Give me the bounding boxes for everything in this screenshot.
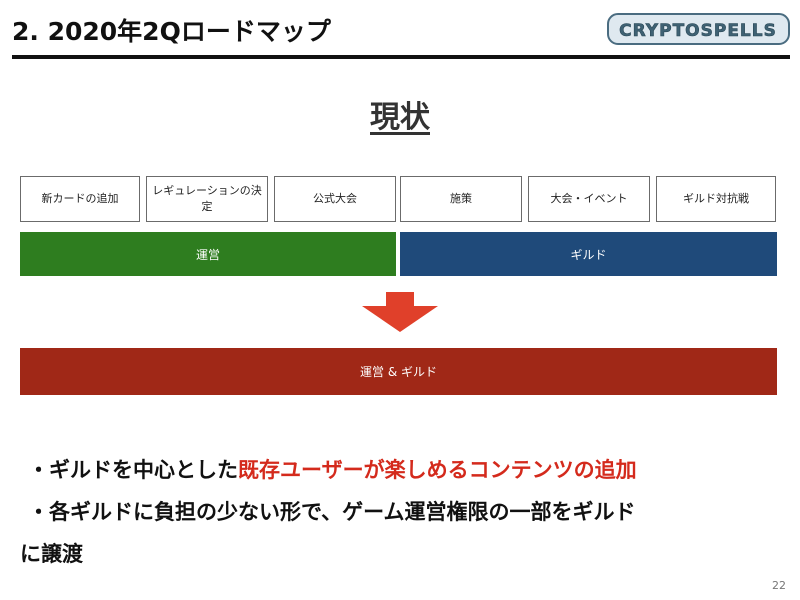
box-new-cards: 新カードの追加 xyxy=(20,176,140,222)
band-guild: ギルド xyxy=(400,232,777,276)
slide-title: 2. 2020年2Qロードマップ xyxy=(12,17,331,46)
bullet-1-prefix: ・ギルドを中心とした xyxy=(28,458,238,482)
bullet-transfer-authority: ・各ギルドに負担の少ない形で、ゲーム運営権限の一部をギルド xyxy=(28,500,636,524)
svg-text:CRYPTOSPELLS: CRYPTOSPELLS xyxy=(619,21,777,41)
bullet-transfer-authority-cont: に譲渡 xyxy=(20,542,83,566)
box-guild-battle: ギルド対抗戦 xyxy=(656,176,776,222)
band-operation-and-guild: 運営 & ギルド xyxy=(20,348,777,395)
bullet-1-highlight: 既存ユーザーが楽しめるコンテンツの追加 xyxy=(238,458,637,482)
section-heading: 現状 xyxy=(370,100,430,135)
down-arrow-icon xyxy=(362,292,438,332)
page-number: 22 xyxy=(772,579,786,592)
band-operation: 運営 xyxy=(20,232,396,276)
bullet-content-addition: ・ギルドを中心とした既存ユーザーが楽しめるコンテンツの追加 xyxy=(28,454,637,484)
cryptospells-logo: CRYPTOSPELLS xyxy=(607,13,790,45)
box-official-tournament: 公式大会 xyxy=(274,176,396,222)
title-underline xyxy=(12,55,790,59)
box-measures: 施策 xyxy=(400,176,522,222)
box-events: 大会・イベント xyxy=(528,176,650,222)
box-regulation: レギュレーションの決定 xyxy=(146,176,268,222)
